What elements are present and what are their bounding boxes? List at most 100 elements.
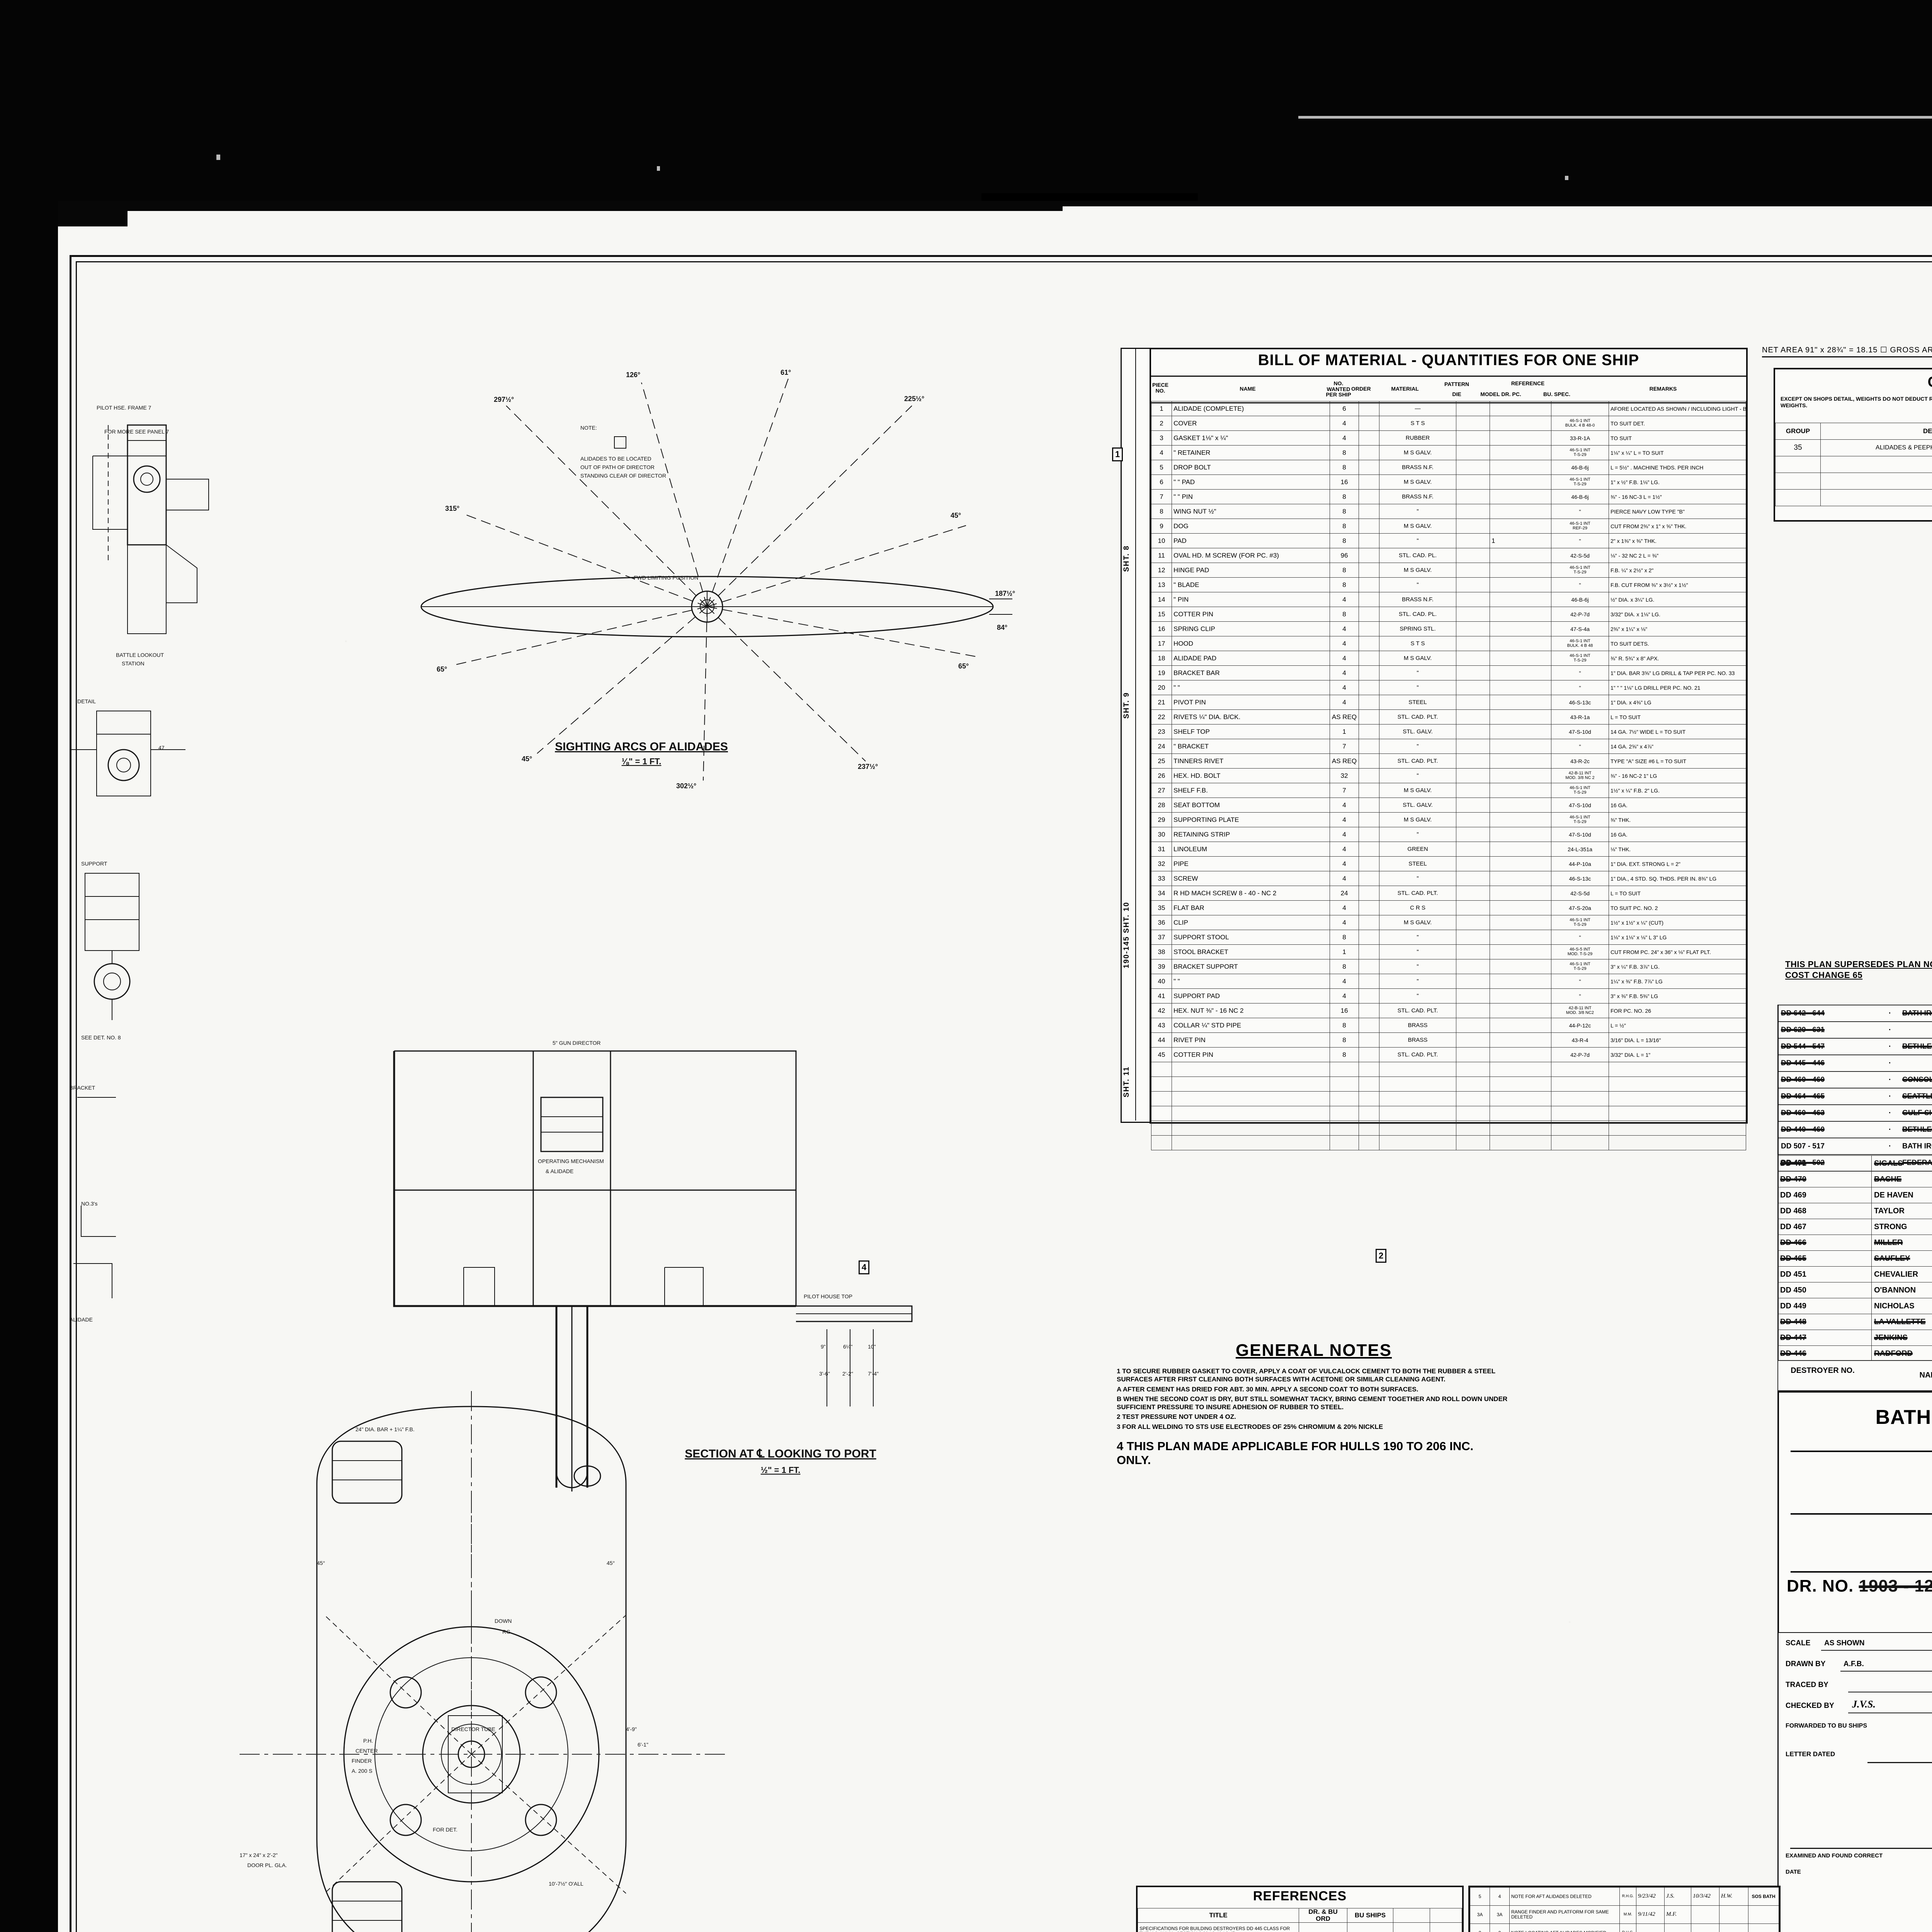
bom-cell-ref-model [1490, 680, 1551, 695]
bom-cell-blank [1456, 1135, 1490, 1150]
bom-cell-material: " [1379, 959, 1456, 974]
bom-cell-remarks: 1" " " 1⅛" LG DRILL PER PC. NO. 21 [1609, 680, 1746, 695]
bom-cell-material: STEEL [1379, 856, 1456, 871]
bom-cell-ref-bu: 46-S-13c [1551, 695, 1609, 710]
bom-cell-ref-bu: 46-S-1 INT T-S-29 [1551, 563, 1609, 578]
bom-cell-piece: 6 [1151, 474, 1172, 490]
bom-cell-ref-bu: " [1551, 680, 1609, 695]
cw-cell-blank [1820, 489, 1932, 506]
bom-cell-order [1359, 768, 1379, 783]
svg-text:STATION: STATION [122, 660, 145, 667]
bom-cell-ref-model [1490, 401, 1551, 416]
bom-cell-piece: 34 [1151, 886, 1172, 901]
bom-cell-order [1359, 930, 1379, 945]
destroyer-cell-name: DE HAVEN [1871, 1187, 1932, 1203]
bom-cell-pattern [1456, 445, 1490, 460]
bom-cell-ref-bu: 47-S-10d [1551, 724, 1609, 739]
bom-cell-remarks: CUT FROM 2⅜" x 1" x ⅝" THK. [1609, 519, 1746, 534]
bom-cell-material: S T S [1379, 416, 1456, 431]
svg-text:45°: 45° [522, 755, 532, 763]
svg-text:315°: 315° [445, 505, 459, 512]
svg-text:65°: 65° [437, 665, 447, 673]
svg-text:4'-9": 4'-9" [626, 1726, 637, 1732]
svg-text:ALIDADE: ALIDADE [70, 1316, 93, 1323]
bom-cell-order [1359, 401, 1379, 416]
bom-spine-label-sht10: 190-145 SHT. 10 [1122, 901, 1131, 969]
destroyer-cell-name: O'BANNON [1871, 1282, 1932, 1298]
bom-cell-ref-model [1490, 519, 1551, 534]
svg-text:ALIDADES TO BE LOCATED: ALIDADES TO BE LOCATED [580, 456, 651, 462]
bom-cell-name: " " [1172, 680, 1330, 695]
general-note-item: 1 TO SECURE RUBBER GASKET TO COVER, APPL… [1117, 1367, 1495, 1383]
bom-cell-material: STL. CAD. PL. [1379, 607, 1456, 622]
bom-cell-order [1359, 988, 1379, 1003]
bom-cell-order [1359, 665, 1379, 680]
bom-cell-ref-model [1490, 1047, 1551, 1062]
bom-cell-qty: 4 [1330, 798, 1359, 813]
destroyer-cell-name: CHEVALIER [1871, 1266, 1932, 1282]
bom-cell-material: BRASS N.F. [1379, 592, 1456, 607]
table-row: 20 " "4""1" " " 1⅛" LG DRILL PER PC. NO.… [1151, 680, 1746, 695]
bom-cell-piece: 18 [1151, 651, 1172, 666]
bom-cell-name: WING NUT ½" [1172, 504, 1330, 519]
bom-cell-qty: 8 [1330, 1018, 1359, 1033]
bom-cell-material: M S GALV. [1379, 783, 1456, 798]
bom-cell-qty: 4 [1330, 651, 1359, 666]
bom-cell-remarks: 16 GA. [1609, 798, 1746, 813]
general-notes-list: 1 TO SECURE RUBBER GASKET TO COVER, APPL… [1117, 1367, 1511, 1431]
hull-cell-builder: CONSOLIDATED STEEL CO. [1900, 1071, 1932, 1088]
bom-cell-remarks: 1¼" x ⅜" F.B. 7⅞" LG [1609, 974, 1746, 989]
builder-line-3: FEDERAL SHIPBUILDING [1779, 1461, 1932, 1478]
bom-cell-pattern [1456, 680, 1490, 695]
table-row [1151, 1062, 1746, 1077]
bom-cell-blank [1551, 1091, 1609, 1106]
bom-cell-ref-bu: 42-P-7d [1551, 1047, 1609, 1062]
bom-cell-remarks: 14 GA. 7½" WIDE L = TO SUIT [1609, 724, 1746, 739]
table-row: DD 451CHEVALIERBATH IRON WORKS CORP'N.19… [1777, 1266, 1932, 1282]
bom-cell-order [1359, 709, 1379, 724]
bom-cell-blank [1456, 1121, 1490, 1136]
bom-cell-remarks: 14 GA. 2⅝" x 4⅞" [1609, 739, 1746, 754]
bom-cell-name: ALIDADE (COMPLETE) [1172, 401, 1330, 416]
bom-cell-ref-bu: 43-R-2c [1551, 753, 1609, 769]
bom-cell-blank [1172, 1062, 1330, 1077]
bom-cell-material: BRASS [1379, 1032, 1456, 1048]
bom-cell-qty: 4 [1330, 900, 1359, 915]
bom-cell-remarks: 1" DIA. BAR 3⅝" LG DRILL & TAP PER PC. N… [1609, 665, 1746, 680]
table-row [1151, 1121, 1746, 1136]
bom-cell-ref-model [1490, 739, 1551, 754]
bom-cell-order [1359, 504, 1379, 519]
bom-cell-qty: 8 [1330, 445, 1359, 460]
alteration-cell-date-contractor: 9/23/42 [1636, 1887, 1665, 1906]
hull-cell-dot: · [1880, 1138, 1900, 1155]
date2-label: DATE [1786, 1869, 1801, 1875]
bom-cell-order [1359, 900, 1379, 915]
bom-cell-piece: 27 [1151, 783, 1172, 798]
bom-cell-pattern [1456, 563, 1490, 578]
bom-cell-name: COLLAR ¼" STD PIPE [1172, 1018, 1330, 1033]
bom-cell-blank [1151, 1121, 1172, 1136]
bom-sheet-spine-divider [1135, 348, 1136, 1121]
bom-cell-order [1359, 724, 1379, 739]
destroyer-cell-name: SAUFLEY [1871, 1250, 1932, 1267]
supersedes-line-1: THIS PLAN SUPERSEDES PLAN NO 1983-12030-… [1785, 959, 1932, 969]
bom-cell-ref-bu: 46-S-1 INT BULK. 4 B 48-0 [1551, 416, 1609, 431]
bom-cell-qty: 8 [1330, 1047, 1359, 1062]
svg-text:SEE DET. NO. 8: SEE DET. NO. 8 [81, 1034, 121, 1041]
bom-cell-blank [1609, 1135, 1746, 1150]
bom-cell-blank [1359, 1062, 1379, 1077]
builder-divider-3 [1791, 1571, 1932, 1573]
bom-cell-name: HEX. NUT ⅜" - 16 NC 2 [1172, 1003, 1330, 1018]
cw-cell-blank [1775, 489, 1821, 506]
bom-cell-name: OVAL HD. M SCREW (FOR PC. #3) [1172, 548, 1330, 563]
bom-cell-order [1359, 621, 1379, 636]
svg-text:DIRECTOR TUBE: DIRECTOR TUBE [451, 1726, 495, 1732]
